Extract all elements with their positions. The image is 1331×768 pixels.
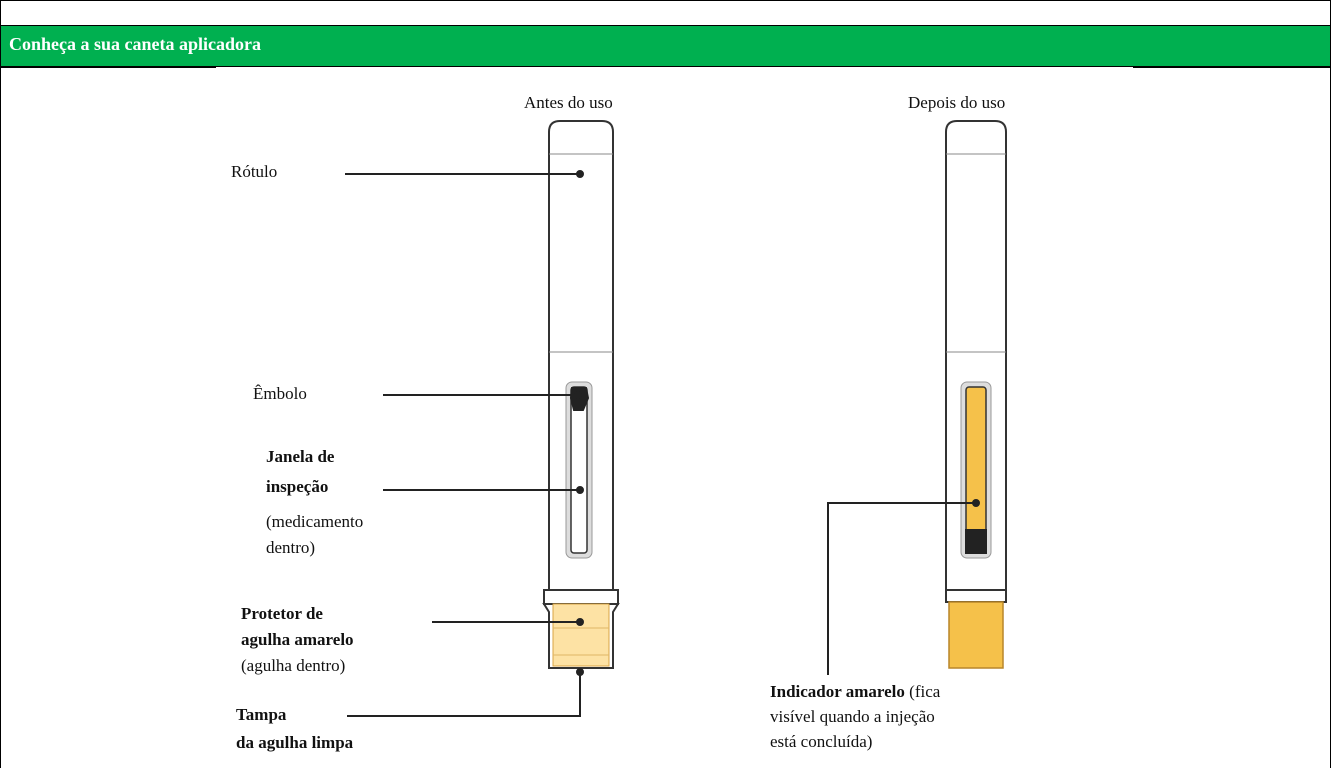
before-use-title: Antes do uso [524, 93, 613, 112]
label-rotulo: Rótulo [231, 162, 278, 181]
label-janela-note-1: (medicamento [266, 512, 364, 531]
label-indicador-note-3: está concluída) [770, 732, 873, 751]
label-indicador-note-1: (fica [904, 682, 941, 701]
label-indicador-bold: Indicador amarelo [770, 682, 905, 701]
label-embolo: Êmbolo [253, 384, 307, 403]
after-use-title: Depois do uso [908, 93, 1006, 112]
label-janela-2: inspeção [266, 477, 329, 496]
label-protetor-note: (agulha dentro) [241, 656, 346, 675]
label-indicador-line-1: Indicador amarelo (fica [770, 681, 940, 702]
pen-before-body [548, 120, 614, 591]
yellow-indicator [965, 386, 987, 554]
pen-after-collar [945, 589, 1007, 603]
section-header: Conheça a sua caneta aplicadora [1, 25, 1330, 67]
leader-lines [345, 170, 980, 717]
label-indicador-note-2: visível quando a injeção [770, 707, 935, 726]
label-janela-1: Janela de [266, 447, 335, 466]
pen-after-use [945, 120, 1007, 669]
divider-left [1, 67, 216, 68]
needle-guard-extended [948, 601, 1004, 669]
label-tampa-1: Tampa [236, 705, 287, 724]
needle-guard-yellow [552, 603, 610, 667]
divider-right [1133, 67, 1330, 68]
label-protetor-2: agulha amarelo [241, 630, 354, 649]
label-janela-note-2: dentro) [266, 538, 316, 557]
section-title: Conheça a sua caneta aplicadora [9, 34, 261, 54]
label-protetor-1: Protetor de [241, 604, 323, 623]
label-tampa-2: da agulha limpa [236, 733, 354, 752]
pen-before-use [542, 120, 620, 669]
pen-before-collar [543, 589, 619, 605]
